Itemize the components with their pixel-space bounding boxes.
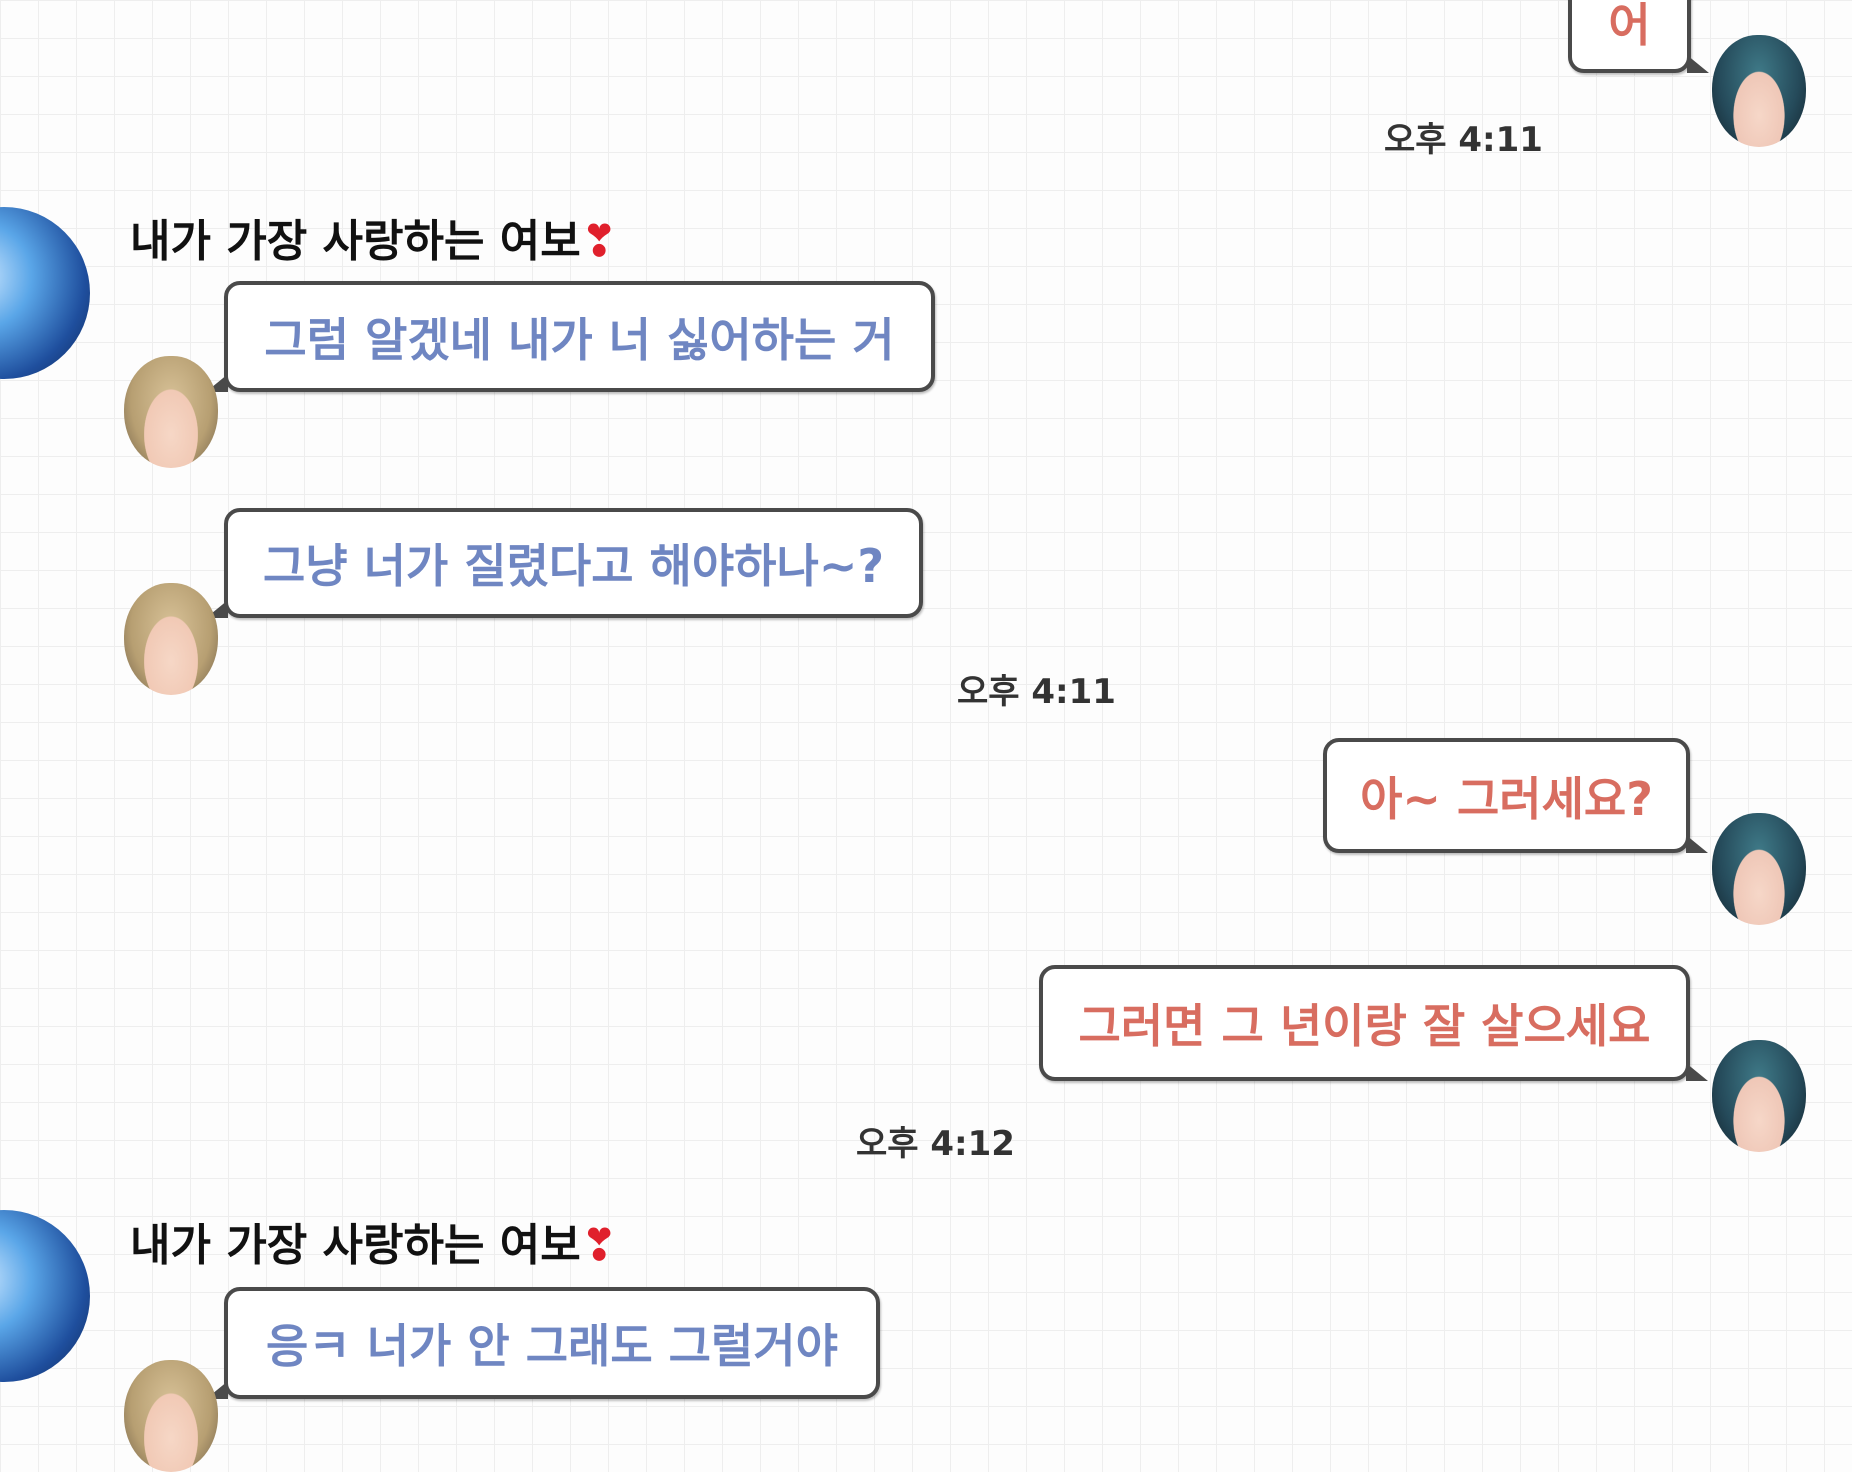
contact-name-text: 내가 가장 사랑하는 여보 — [130, 1220, 581, 1271]
message-bubble-incoming[interactable]: 그냥 너가 질렸다고 해야하나~? — [206, 508, 923, 618]
message-text: 그러면 그 년이랑 잘 살으세요 — [1078, 999, 1651, 1053]
message-bubble-incoming[interactable]: 그럼 알겠네 내가 너 싫어하는 거 — [206, 281, 935, 392]
message-bubble-outgoing[interactable]: 아~ 그러세요? — [1323, 738, 1708, 853]
contact-name-text: 내가 가장 사랑하는 여보 — [130, 216, 581, 267]
message-time: 오후 4:12 — [856, 1124, 1015, 1164]
heart-icon: ❣ — [580, 216, 618, 267]
sticker-avatar — [1712, 35, 1806, 147]
contact-name: 내가 가장 사랑하는 여보❣ — [130, 205, 618, 269]
contact-profile-avatar[interactable] — [0, 1210, 90, 1382]
contact-name: 내가 가장 사랑하는 여보❣ — [130, 1209, 618, 1273]
sticker-avatar — [1712, 1040, 1806, 1152]
sticker-avatar — [124, 583, 218, 695]
sticker-avatar — [124, 1360, 218, 1472]
sticker-avatar — [1712, 813, 1806, 925]
message-text: 그냥 너가 질렸다고 해야하나~? — [262, 539, 885, 593]
message-text: 아~ 그러세요? — [1360, 771, 1653, 826]
contact-profile-avatar[interactable] — [0, 207, 90, 379]
message-bubble-outgoing[interactable]: 어 — [1568, 0, 1709, 73]
message-text: 어 — [1608, 0, 1651, 52]
message-text: 응ㅋ 너가 안 그래도 그럴거야 — [266, 1319, 838, 1373]
message-text: 그럼 알겠네 내가 너 싫어하는 거 — [264, 312, 895, 367]
sticker-avatar — [124, 356, 218, 468]
message-time: 오후 4:11 — [1384, 120, 1543, 160]
message-bubble-incoming[interactable]: 응ㅋ 너가 안 그래도 그럴거야 — [206, 1287, 880, 1399]
message-bubble-outgoing[interactable]: 그러면 그 년이랑 잘 살으세요 — [1039, 965, 1708, 1081]
heart-icon: ❣ — [580, 1220, 618, 1271]
message-time: 오후 4:11 — [957, 672, 1116, 712]
